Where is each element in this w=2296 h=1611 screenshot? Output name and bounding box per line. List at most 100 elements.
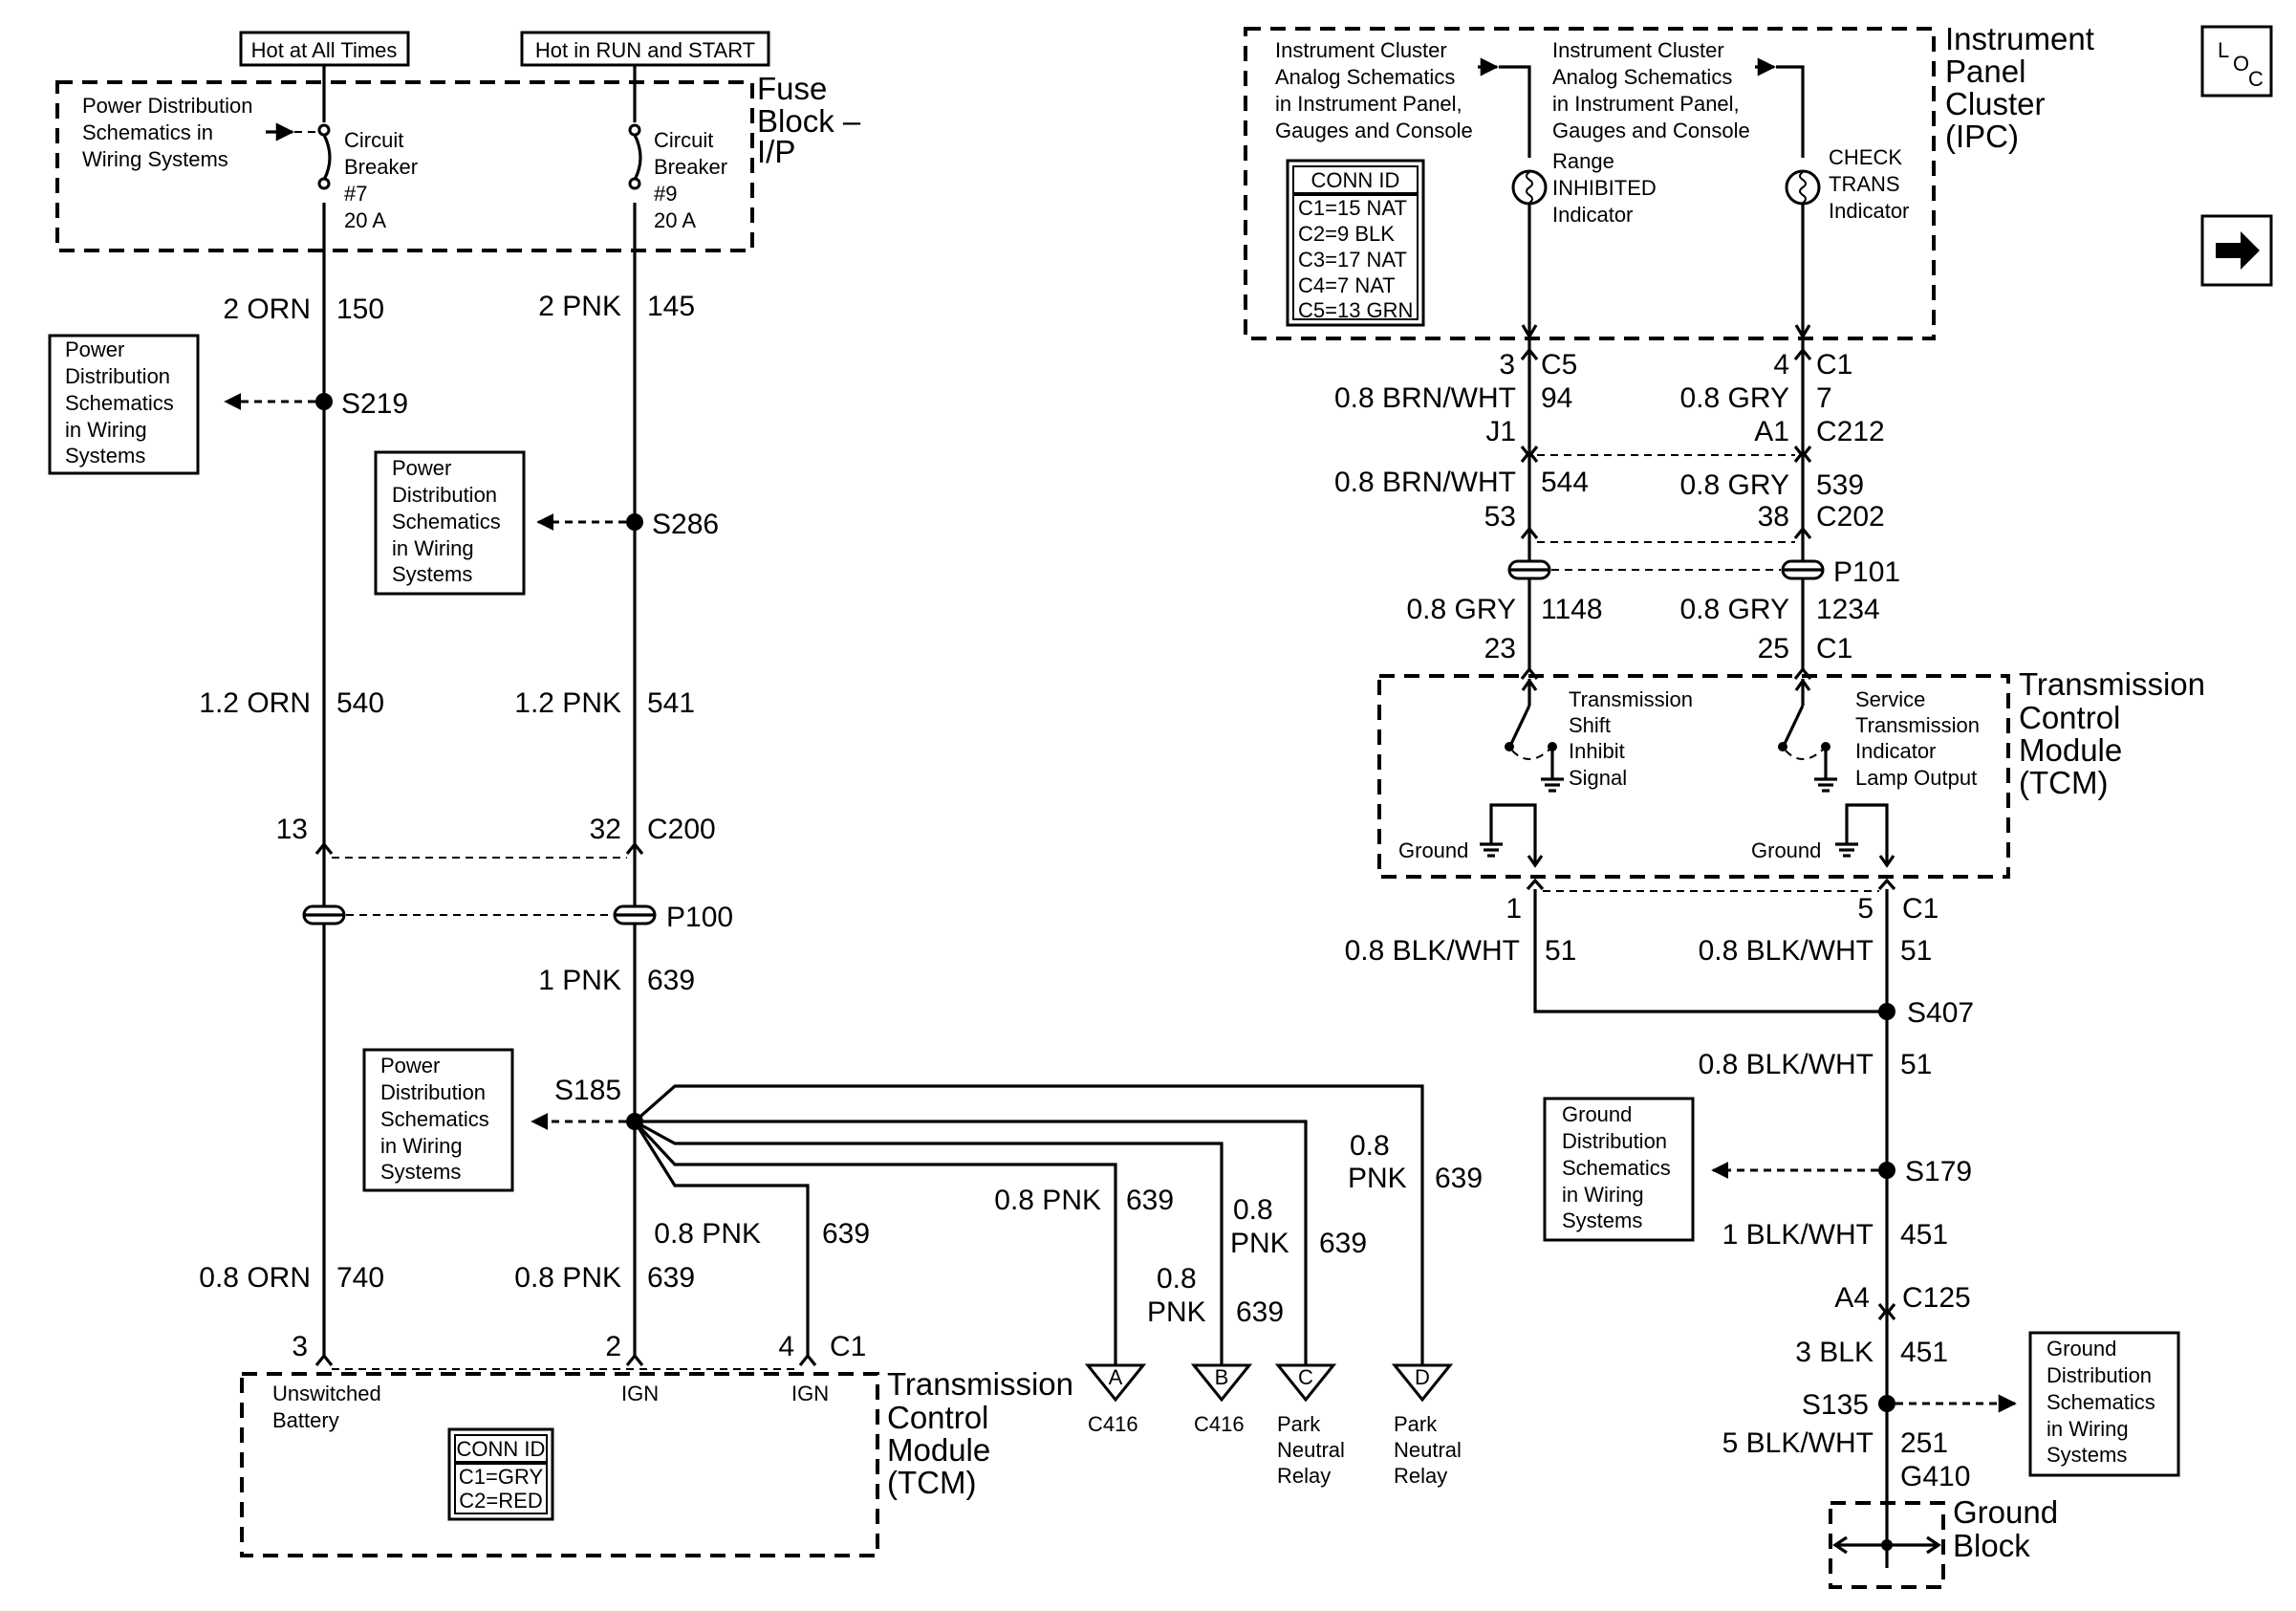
wire-label-0-8-pnk-a: 0.8 PNK [514,1262,621,1294]
svg-text:Relay: Relay [1277,1464,1331,1488]
svg-text:B: B [1215,1365,1229,1389]
svg-text:O: O [2233,52,2249,76]
svg-text:5: 5 [1857,893,1874,925]
wire-circuit-451: 451 [1900,1219,1948,1251]
svg-text:639: 639 [1236,1296,1284,1328]
splice-s135 [1878,1395,1895,1412]
conn-id-table-left: CONN ID C1=GRY C2=RED [447,1427,554,1521]
wire-label-0-8-pnk-b: 0.8 PNK [654,1218,761,1250]
svg-text:Systems: Systems [2047,1443,2127,1467]
svg-text:Breaker: Breaker [654,155,727,179]
svg-text:C1=GRY: C1=GRY [459,1465,544,1489]
svg-text:#7: #7 [344,182,367,206]
svg-text:23: 23 [1484,633,1516,664]
svg-text:Control: Control [2019,700,2120,735]
svg-text:C202: C202 [1816,501,1885,533]
svg-text:Circuit: Circuit [654,128,713,152]
svg-text:PNK: PNK [1147,1296,1206,1328]
svg-text:Transmission: Transmission [1855,713,1980,737]
svg-text:IGN: IGN [791,1382,829,1405]
svg-text:Park: Park [1277,1412,1321,1436]
conn-id-table-ipc: CONN ID C1=15 NAT C2=9 BLK C3=17 NAT C4=… [1286,159,1425,327]
svg-text:Ground: Ground [1562,1102,1632,1126]
svg-text:C: C [2248,67,2264,91]
ipc-ref-1: Instrument Cluster Analog Schematics in … [1275,38,1531,158]
tcm-connector-c1-left: 3 2 4 C1 [292,1331,866,1370]
wire-circuit-51-c: 51 [1900,1049,1932,1080]
wire-circuit-94: 94 [1541,382,1572,414]
wire-circuit-544: 544 [1541,467,1589,498]
svg-text:Battery: Battery [272,1408,339,1432]
wire-label-0-8-pnk-e: 0.8 PNK 639 [1230,1194,1367,1259]
svg-text:20 A: 20 A [654,208,696,232]
ground-distribution-box-2: Ground Distribution Schematics in Wiring… [2028,1331,2180,1477]
svg-text:Gauges and Console: Gauges and Console [1552,119,1750,142]
wire-label-blk-wht-51-b: 0.8 BLK/WHT [1699,935,1874,967]
svg-text:C5: C5 [1541,349,1577,381]
wire-label-1-2-orn: 1.2 ORN [199,687,311,719]
wire-label-blk-wht-451: 1 BLK/WHT [1722,1219,1874,1251]
svg-text:Systems: Systems [392,562,472,586]
wire-circuit-1234: 1234 [1816,594,1880,625]
svg-text:D: D [1415,1365,1430,1389]
tcm-connector-c1-right: 23 25 C1 [1484,633,1852,680]
svg-text:CONN ID: CONN ID [1311,168,1400,192]
svg-text:Ground: Ground [1751,838,1821,862]
svg-text:Neutral: Neutral [1277,1438,1345,1462]
svg-text:in Instrument Panel,: in Instrument Panel, [1552,92,1740,116]
svg-text:(TCM): (TCM) [887,1465,976,1500]
loc-icon[interactable]: L O C [2200,25,2273,98]
svg-text:0.8: 0.8 [1233,1194,1273,1226]
svg-text:C3=17 NAT: C3=17 NAT [1298,248,1407,272]
wire-circuit-51-b: 51 [1900,935,1932,967]
svg-text:Fuse: Fuse [757,71,827,106]
svg-text:53: 53 [1484,501,1516,533]
svg-text:Distribution: Distribution [380,1080,486,1104]
splice-s286 [626,513,643,531]
fuse-block-box [55,80,754,252]
connector-c125: A4 C125 [1834,1282,1971,1320]
svg-text:P100: P100 [666,902,733,933]
wire-label-2-orn: 2 ORN [223,294,311,325]
wire-circuit-451-b: 451 [1900,1337,1948,1368]
arrow-right-icon[interactable] [2200,214,2273,287]
svg-text:1: 1 [1505,893,1522,925]
wire-circuit-541: 541 [647,687,695,719]
svg-text:PNK: PNK [1348,1163,1407,1194]
tcm-ground-2: Ground [1751,803,1895,868]
splice-label-s185: S185 [554,1075,621,1106]
svg-text:C2=9 BLK: C2=9 BLK [1298,222,1395,246]
connector-c200: 13 32 C200 [276,814,716,859]
wire-circuit-251: 251 [1900,1427,1948,1459]
wire-circuit-740: 740 [336,1262,384,1294]
power-distribution-box-s219: Power Distribution Schematics in Wiring … [48,334,200,475]
svg-text:Indicator: Indicator [1552,203,1633,227]
svg-text:PNK: PNK [1230,1228,1289,1259]
tcm-pin-labels: Unswitched Battery IGN IGN [272,1382,829,1432]
wire-label-5-blk-wht: 5 BLK/WHT [1722,1427,1874,1459]
svg-text:Systems: Systems [1562,1208,1642,1232]
svg-text:Power: Power [65,337,124,361]
ref-tri-d: D Park Neutral Relay [1391,1363,1462,1488]
wire-label-blk-wht-51-c: 0.8 BLK/WHT [1699,1049,1874,1080]
tcm-connector-c1-ground: 1 5 C1 [1505,878,1939,925]
fuse-block-label: Fuse Block – I/P [757,71,861,169]
connector-c202: 53 38 C202 [1484,501,1885,543]
svg-text:Breaker: Breaker [344,155,418,179]
svg-text:Service: Service [1855,687,1925,711]
svg-text:L: L [2218,38,2229,62]
wire-label-gry-7: 0.8 GRY [1679,382,1789,414]
circuit-breaker-9: Circuit Breaker #9 20 A [626,122,727,232]
svg-text:in Instrument Panel,: in Instrument Panel, [1275,92,1462,116]
svg-text:Ground: Ground [2047,1337,2116,1361]
svg-text:IGN: IGN [621,1382,659,1405]
svg-text:2: 2 [605,1331,621,1362]
svg-text:Circuit: Circuit [344,128,403,152]
svg-text:639: 639 [1319,1228,1367,1259]
svg-text:Distribution: Distribution [2047,1363,2152,1387]
wire-label-gry-1234: 0.8 GRY [1679,594,1789,625]
svg-text:Schematics: Schematics [1562,1156,1671,1180]
ipc-ref-2: Instrument Cluster Analog Schematics in … [1552,38,1805,158]
svg-text:in Wiring: in Wiring [392,536,474,560]
svg-text:in Wiring: in Wiring [2047,1417,2129,1441]
